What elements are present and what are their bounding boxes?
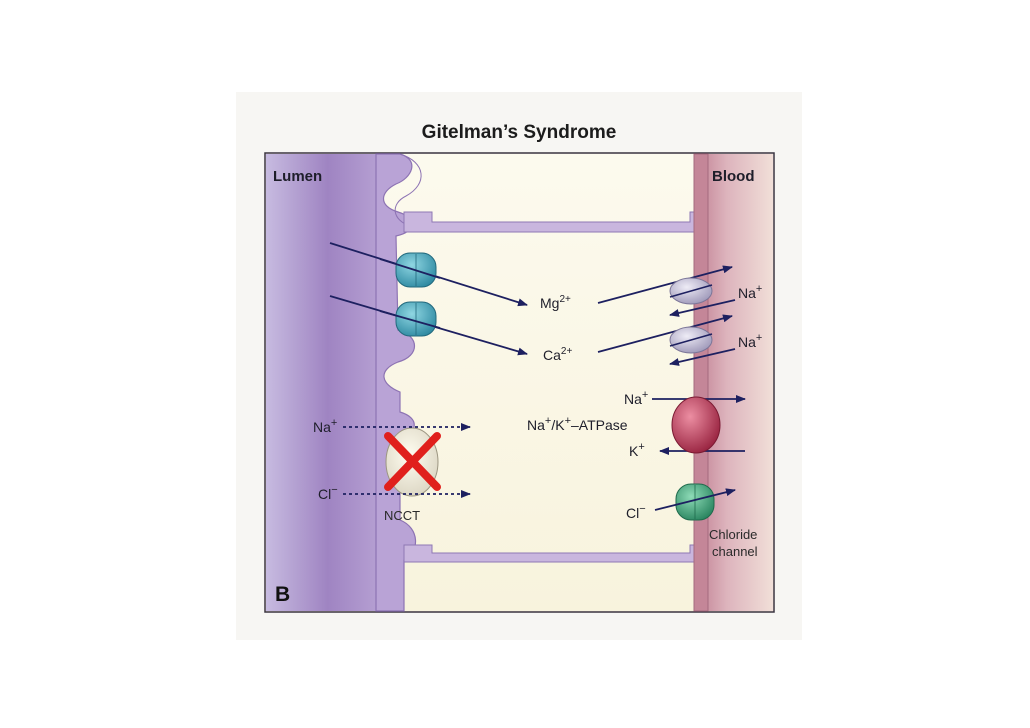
chloride-ion-symbol: Cl [626, 505, 639, 521]
pump-k-symbol: K [629, 443, 639, 459]
pump-k-label: K+ [629, 441, 645, 459]
apical-channel-ca [395, 301, 437, 337]
ncct-cl-charge: − [331, 484, 337, 496]
chloride-ion-label: Cl− [626, 503, 646, 521]
pump-name-plus2: + [565, 415, 571, 427]
blood-label: Blood [712, 168, 755, 185]
figure-title: Gitelman’s Syndrome [421, 122, 617, 143]
apical-fold-top [394, 153, 422, 227]
pump-k-plus: + [638, 441, 644, 453]
chloride-ion-charge: − [639, 503, 645, 515]
pump-name-k: /K [551, 417, 565, 433]
ncct-na-charge: + [331, 417, 337, 429]
ncct-cl-symbol: Cl [318, 486, 331, 502]
ncct-block-cross [384, 432, 441, 491]
antiporter-2-ion: Na [738, 334, 756, 350]
mg-efflux-arrow [597, 265, 733, 304]
chloride-channel [675, 483, 715, 521]
lumen-label: Lumen [273, 168, 322, 185]
ca-label: Ca2+ [543, 346, 572, 363]
ncct-na-symbol: Na [313, 419, 331, 435]
ncct-na-label: Na+ [313, 417, 337, 435]
chloride-efflux-arrow [654, 488, 736, 511]
na-influx-arrow-2 [669, 348, 736, 366]
ca-arrow-overlay [379, 310, 441, 329]
pump-name-suffix: –ATPase [571, 417, 628, 433]
ca-symbol: Ca [543, 347, 561, 363]
pump-name-label: Na+/K+–ATPase [527, 415, 628, 433]
ca-charge: 2+ [561, 346, 573, 357]
ncct-cl-label: Cl− [318, 484, 338, 502]
pump-name-plus1: + [545, 415, 551, 427]
antiporter-1-na-label: Na+ [738, 283, 762, 301]
pump-na-plus: + [642, 389, 648, 401]
pump-name-na: Na [527, 417, 545, 433]
pump-na-symbol: Na [624, 391, 642, 407]
apical-membrane [375, 153, 417, 612]
chloride-channel-label-2: channel [712, 544, 758, 559]
mg-arrow-overlay [379, 258, 441, 279]
basolateral-membrane [693, 153, 709, 612]
mg-charge: 2+ [559, 294, 571, 305]
lumen-region [266, 154, 378, 611]
antiporter-2-charge: + [756, 332, 762, 344]
antiporter-1-ion: Na [738, 285, 756, 301]
mg-label: Mg2+ [540, 294, 571, 311]
panel-letter: B [275, 583, 290, 606]
blood-region [702, 154, 773, 611]
antiporter-1-charge: + [756, 283, 762, 295]
chloride-channel-label-1: Chloride [709, 527, 757, 542]
antiporter-1-overlay [669, 284, 713, 298]
na-influx-arrow-1 [669, 299, 736, 317]
ncct-label: NCCT [384, 508, 420, 523]
antiporter-2-na-label: Na+ [738, 332, 762, 350]
na-k-atpase-pump [671, 396, 721, 454]
pump-na-label: Na+ [624, 389, 648, 407]
ca-efflux-arrow [597, 314, 733, 353]
antiporter-2-overlay [669, 333, 713, 347]
mg-symbol: Mg [540, 295, 559, 311]
